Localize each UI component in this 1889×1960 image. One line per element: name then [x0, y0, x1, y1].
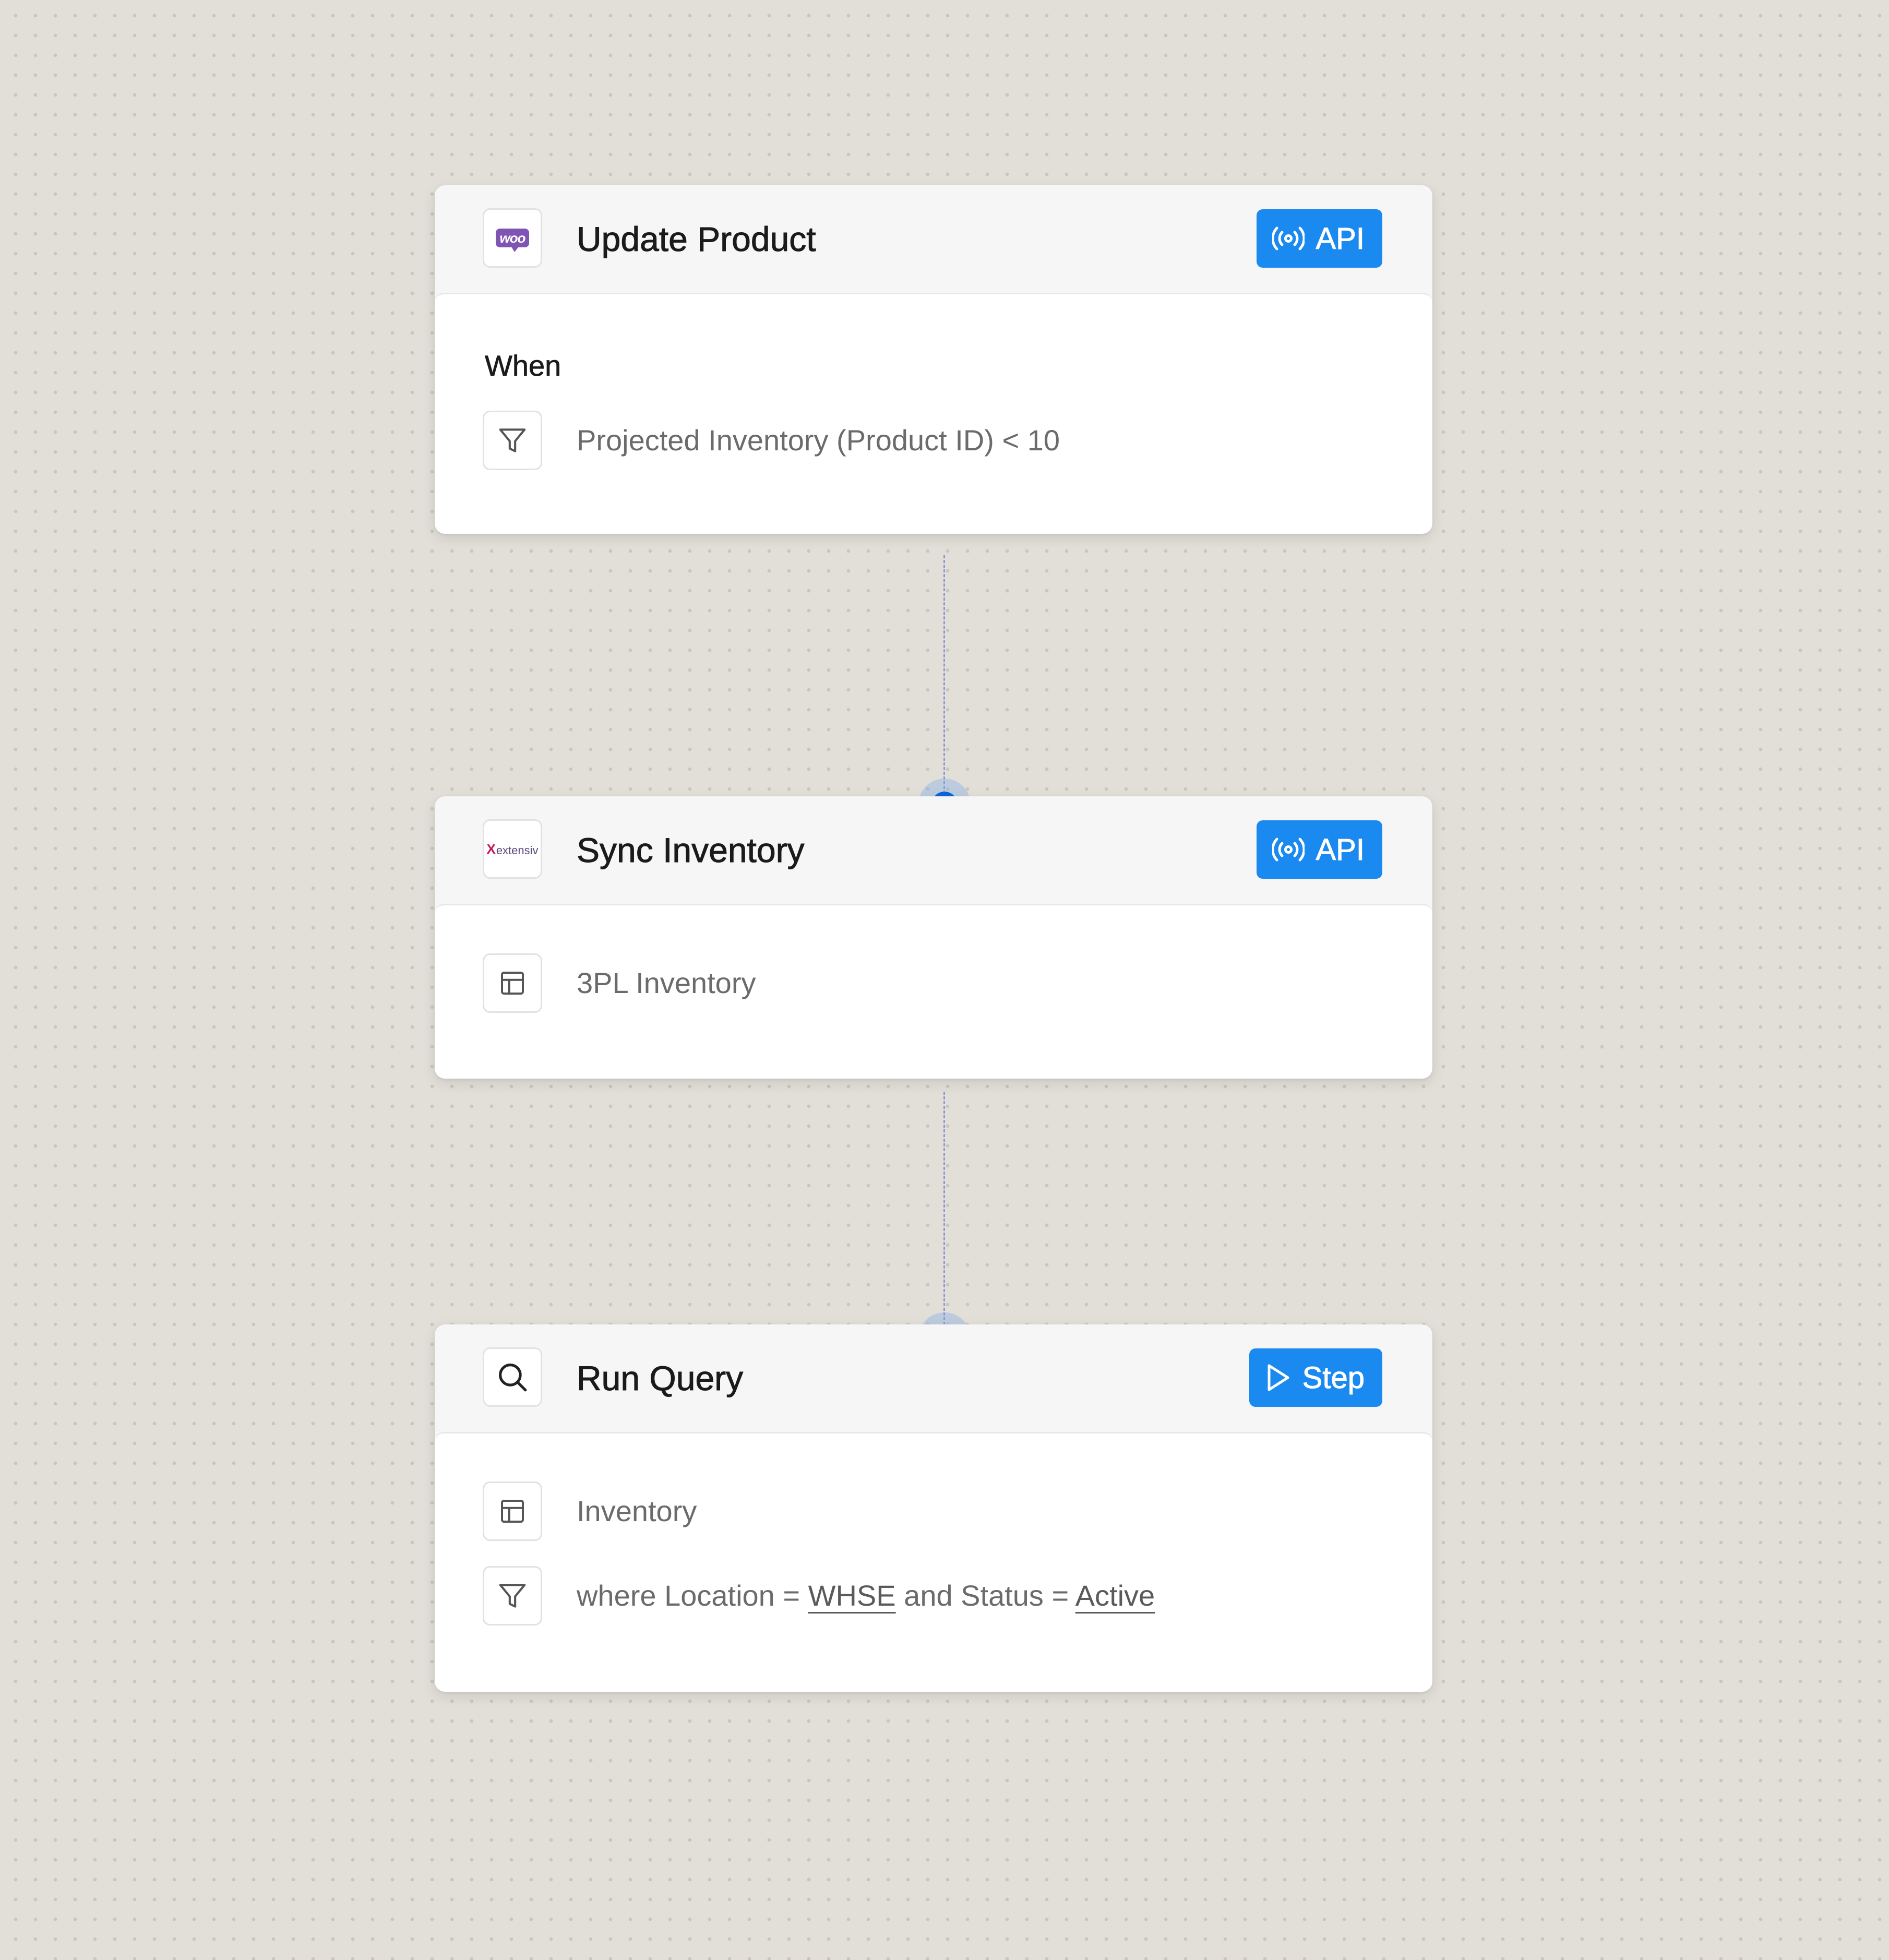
broadcast-icon [1272, 226, 1305, 250]
card-body: When Projected Inventory (Product ID) < … [435, 293, 1432, 534]
badge-label: API [1316, 221, 1365, 256]
api-badge-button[interactable]: API [1256, 820, 1382, 879]
step-card-run-query[interactable]: Run Query Step Inventory where Location … [435, 1324, 1432, 1692]
woo-logo-text: woo [496, 229, 529, 252]
api-badge-button[interactable]: API [1256, 209, 1382, 268]
condition-text: where Location = [577, 1579, 808, 1612]
step-card-update-product[interactable]: woo Update Product API When Projected In… [435, 185, 1432, 534]
step-badge-button[interactable]: Step [1249, 1348, 1382, 1407]
table-icon [483, 953, 542, 1013]
step-title: Sync Inventory [577, 831, 805, 870]
condition-text: and Status = [895, 1579, 1075, 1612]
card-body: 3PL Inventory [435, 904, 1432, 1079]
badge-label: Step [1302, 1360, 1365, 1395]
connector-line [943, 1092, 945, 1330]
filter-icon [483, 411, 542, 470]
table-name[interactable]: Inventory [577, 1495, 697, 1527]
play-icon [1268, 1364, 1289, 1391]
connector-line [943, 555, 945, 798]
filter-icon [483, 1566, 542, 1626]
badge-label: API [1316, 832, 1365, 867]
woocommerce-logo-icon: woo [483, 208, 542, 268]
section-label-when: When [485, 349, 561, 383]
query-condition[interactable]: where Location = WHSE and Status = Activ… [577, 1566, 1155, 1626]
location-value-link[interactable]: WHSE [808, 1579, 896, 1612]
card-header: Run Query Step [435, 1324, 1432, 1432]
status-value-link[interactable]: Active [1075, 1579, 1155, 1612]
table-icon [483, 1481, 542, 1541]
filter-condition[interactable]: Projected Inventory (Product ID) < 10 [577, 424, 1060, 457]
search-icon [483, 1347, 542, 1407]
card-header: woo Update Product API [435, 185, 1432, 293]
step-title: Update Product [577, 220, 817, 259]
card-body: Inventory where Location = WHSE and Stat… [435, 1432, 1432, 1692]
broadcast-icon [1272, 838, 1305, 862]
table-name[interactable]: 3PL Inventory [577, 966, 756, 999]
step-title: Run Query [576, 1359, 744, 1398]
